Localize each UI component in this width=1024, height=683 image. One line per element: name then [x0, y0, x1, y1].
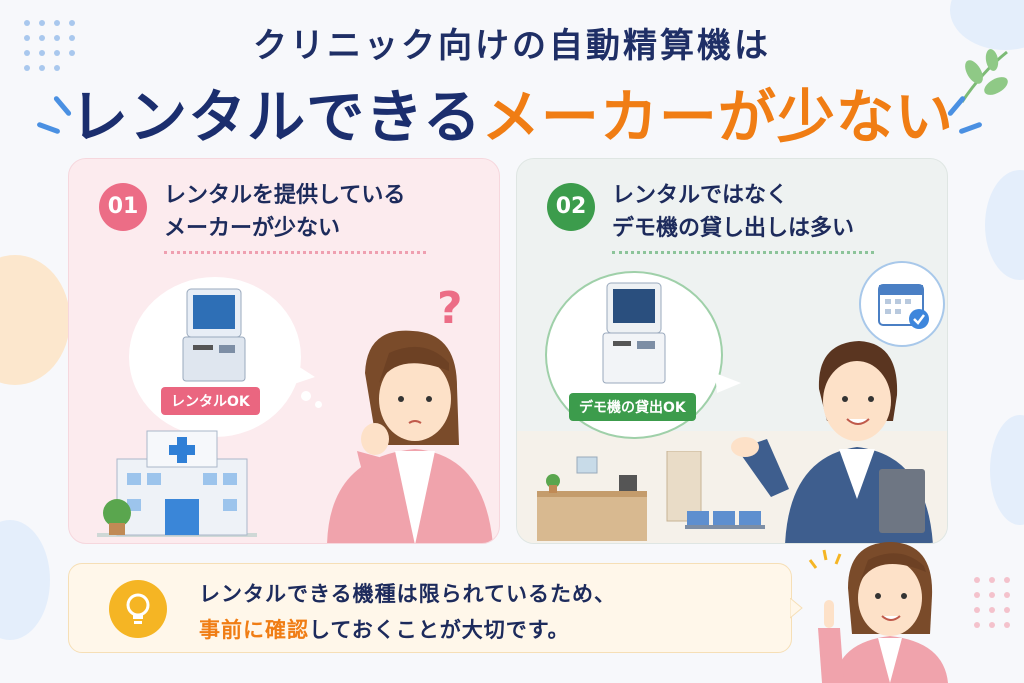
- background-blob: [990, 415, 1024, 525]
- speech-bubble-tail: [715, 373, 741, 393]
- pointing-woman-illustration: [808, 542, 948, 683]
- lightbulb-icon-circle: [109, 580, 167, 638]
- staff-woman-illustration: [731, 341, 933, 543]
- card-heading-line: メーカーが少ない: [164, 216, 341, 241]
- tip-rest: しておくことが大切です。: [309, 618, 570, 642]
- card-heading-line: レンタルではなく: [612, 183, 789, 208]
- card-heading-line: レンタルを提供している: [164, 183, 406, 208]
- thinking-woman-illustration: [327, 330, 493, 543]
- title-main: レンタルできる: [70, 83, 482, 151]
- card-number: 02: [547, 183, 595, 231]
- tip-highlight: 事前に確認: [199, 618, 309, 642]
- kiosk-machine-illustration: [182, 288, 246, 382]
- card-number: 01: [99, 183, 147, 231]
- dotted-divider: [612, 251, 874, 254]
- card-rental-makers: 01 レンタルを提供している メーカーが少ない レンタルOK ?: [68, 158, 500, 544]
- kiosk-machine-illustration: [602, 282, 666, 384]
- card-heading: レンタルではなく デモ機の貸し出しは多い: [612, 179, 854, 245]
- question-mark: ?: [437, 283, 463, 334]
- dot-pattern: [974, 577, 1010, 628]
- tip-line-1: レンタルできる機種は限られているため、: [199, 582, 616, 606]
- lightbulb-icon: [126, 593, 150, 624]
- thought-dot: [315, 401, 322, 408]
- speech-bubble-tail: [287, 359, 315, 385]
- demo-ok-badge: デモ機の貸出OK: [569, 393, 696, 421]
- card-demo-units: 02 レンタルではなく デモ機の貸し出しは多い デモ機の貸出OK: [516, 158, 948, 544]
- tip-line-2: 事前に確認しておくことが大切です。: [199, 614, 570, 644]
- dotted-divider: [164, 251, 426, 254]
- background-blob: [985, 170, 1024, 280]
- leaf-icon: [960, 49, 1008, 103]
- page-title: レンタルできるメーカーが少ない: [0, 70, 1024, 154]
- background-blob: [0, 255, 70, 385]
- title-highlight: メーカーが少ない: [481, 83, 954, 151]
- page-subtitle: クリニック向けの自動精算機は: [253, 26, 771, 66]
- tip-box: レンタルできる機種は限られているため、 事前に確認しておくことが大切です。: [68, 563, 792, 653]
- card-heading: レンタルを提供している メーカーが少ない: [164, 179, 405, 245]
- rental-ok-badge: レンタルOK: [161, 387, 260, 415]
- tip-box-tail: [790, 598, 803, 619]
- background-blob: [0, 520, 50, 640]
- dot-pattern: [24, 20, 75, 71]
- reception-desk-illustration: [537, 451, 765, 541]
- card-heading-line: デモ機の貸し出しは多い: [612, 216, 855, 241]
- calendar-check-icon: [878, 284, 929, 329]
- thought-dot: [301, 391, 311, 401]
- hospital-icon: [97, 430, 257, 537]
